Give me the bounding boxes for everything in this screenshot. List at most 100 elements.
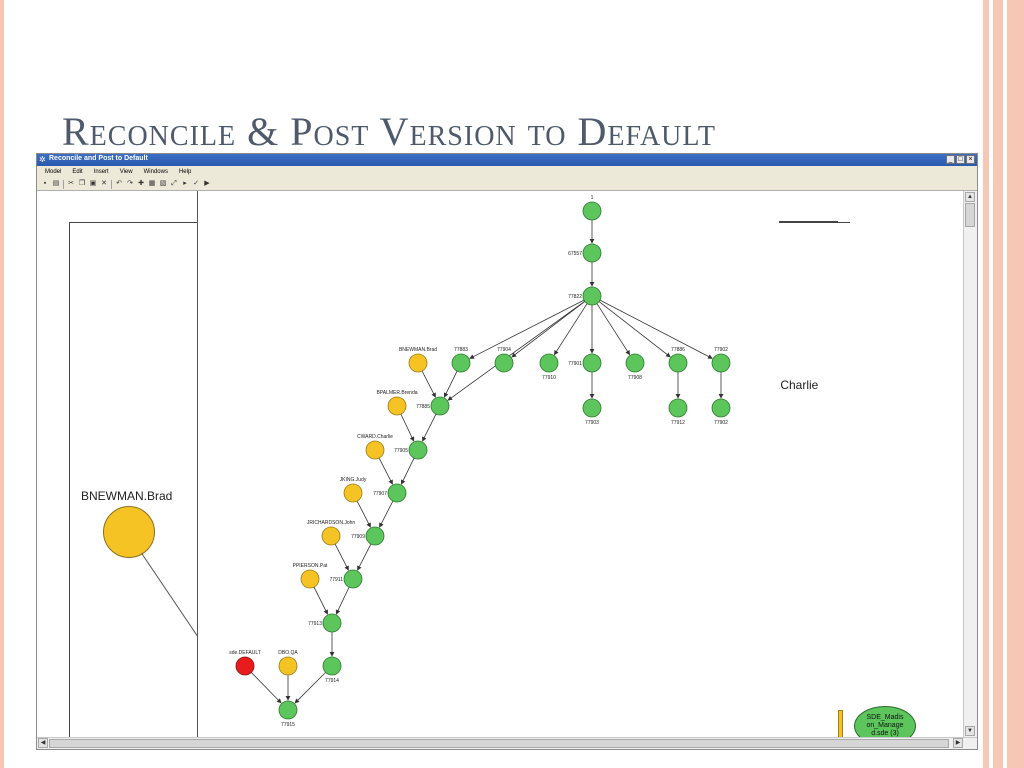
add-icon[interactable]: ✚ xyxy=(138,180,144,187)
state-node[interactable] xyxy=(278,700,298,720)
state-node[interactable] xyxy=(387,483,407,503)
redo-icon[interactable]: ↷ xyxy=(127,180,133,187)
scroll-up-button[interactable]: ▲ xyxy=(965,192,975,202)
copy-icon[interactable]: ❐ xyxy=(78,180,86,187)
minimize-button[interactable]: _ xyxy=(946,155,955,164)
state-node[interactable] xyxy=(582,243,602,263)
state-node[interactable] xyxy=(343,569,363,589)
horizontal-scrollbar[interactable]: ◀ ▶ xyxy=(37,737,977,749)
tree-edge xyxy=(378,457,393,485)
tree-edge xyxy=(357,543,372,571)
app-window[interactable]: ✲ Reconcile and Post to Default _ □ × Mo… xyxy=(36,153,978,750)
menu-windows[interactable]: Windows xyxy=(143,169,168,175)
tree-edge xyxy=(335,586,350,615)
tree-edge xyxy=(400,457,415,485)
menu-view[interactable]: View xyxy=(119,169,133,175)
tree-node-label: BNEWMAN.Brad xyxy=(399,347,437,353)
state-node[interactable] xyxy=(711,353,731,373)
menu-bar: Model Edit Insert View Windows Help xyxy=(37,166,977,178)
default-version-node[interactable] xyxy=(235,656,255,676)
toolbar-separator xyxy=(63,179,64,189)
version-node[interactable] xyxy=(408,353,428,373)
paste-icon[interactable]: ▣ xyxy=(89,180,97,187)
tree-node-label: 77914 xyxy=(325,678,339,684)
version-node[interactable] xyxy=(343,483,363,503)
window-titlebar[interactable]: ✲ Reconcile and Post to Default _ □ × xyxy=(37,154,977,166)
tree-edge xyxy=(334,543,349,571)
version-node[interactable] xyxy=(278,656,298,676)
version-node[interactable] xyxy=(321,526,341,546)
tree-node-label: 77905 xyxy=(394,448,408,454)
tree-edge xyxy=(596,303,631,356)
state-node[interactable] xyxy=(451,353,471,373)
state-node[interactable] xyxy=(711,398,731,418)
state-node[interactable] xyxy=(668,353,688,373)
state-node[interactable] xyxy=(322,656,342,676)
menu-edit[interactable]: Edit xyxy=(72,169,83,175)
check-icon[interactable]: ✓ xyxy=(193,180,199,187)
toolbar: ▪ ▤ ✂ ❐ ▣ ✕ ↶ ↷ ✚ ▦ ▧ ⤢ ▸ ✓ ▶ xyxy=(37,178,977,191)
state-node[interactable] xyxy=(408,440,428,460)
brad-version-node[interactable] xyxy=(103,506,155,558)
state-node[interactable] xyxy=(539,353,559,373)
state-node[interactable] xyxy=(582,286,602,306)
window-title: Reconcile and Post to Default xyxy=(49,155,148,162)
menu-model[interactable]: Model xyxy=(45,169,62,175)
close-button[interactable]: × xyxy=(966,155,975,164)
stripe-b xyxy=(989,0,993,768)
version-node[interactable] xyxy=(365,440,385,460)
cut-icon[interactable]: ✂ xyxy=(68,180,74,187)
tree-edge xyxy=(447,300,585,401)
maximize-button[interactable]: □ xyxy=(956,155,965,164)
tree-node-label: 77907 xyxy=(373,491,387,497)
state-node[interactable] xyxy=(625,353,645,373)
grid-icon[interactable]: ▦ xyxy=(148,180,156,187)
scroll-down-button[interactable]: ▼ xyxy=(965,726,975,736)
tree-edge xyxy=(400,413,415,442)
tree-edge xyxy=(313,586,328,615)
tree-edge xyxy=(598,301,671,358)
state-node[interactable] xyxy=(365,526,385,546)
version-node[interactable] xyxy=(387,396,407,416)
version-node[interactable] xyxy=(300,569,320,589)
model-canvas[interactable]: BNEWMAN.Brad .Charlie SDE_Madis on_Manag… xyxy=(37,191,963,737)
state-node[interactable] xyxy=(668,398,688,418)
tree-edge xyxy=(379,500,394,528)
state-node[interactable] xyxy=(430,396,450,416)
state-node[interactable] xyxy=(494,353,514,373)
tree-edge xyxy=(251,672,282,704)
scroll-right-button[interactable]: ▶ xyxy=(953,738,963,748)
menu-insert[interactable]: Insert xyxy=(93,169,109,175)
zoom-icon[interactable]: ⤢ xyxy=(171,180,177,187)
save-icon[interactable]: ▪ xyxy=(43,180,47,187)
tree-node-label: DBO.QA xyxy=(278,650,298,656)
scroll-left-button[interactable]: ◀ xyxy=(38,738,48,748)
tree-edge xyxy=(421,370,436,398)
tree-node-label: 77908 xyxy=(628,375,642,381)
tree-node-label: 77913 xyxy=(308,621,322,627)
horizontal-scroll-thumb[interactable] xyxy=(49,739,949,748)
tree-node-label: PPIERSON.Pat xyxy=(293,563,328,569)
undo-icon[interactable]: ↶ xyxy=(116,180,122,187)
layout-icon[interactable]: ▧ xyxy=(159,180,167,187)
tree-edge xyxy=(356,500,371,528)
delete-icon[interactable]: ✕ xyxy=(101,180,107,187)
vertical-scroll-thumb[interactable] xyxy=(965,203,975,227)
run-icon[interactable]: ▶ xyxy=(204,180,210,187)
state-node[interactable] xyxy=(322,613,342,633)
menu-help[interactable]: Help xyxy=(178,169,192,175)
state-node[interactable] xyxy=(582,353,602,373)
tree-node-label: 77903 xyxy=(585,420,599,426)
vertical-scrollbar[interactable]: ▲ ▼ xyxy=(963,191,977,737)
state-node[interactable] xyxy=(582,201,602,221)
tree-node-label: sde.DEFAULT xyxy=(229,650,261,656)
tree-node-label: 77910 xyxy=(542,375,556,381)
tree-node-label: CWARD.Charlie xyxy=(357,434,393,440)
sde-connection-node[interactable]: SDE_Madis on_Manage d.sde (3) xyxy=(854,706,916,737)
pointer-icon[interactable]: ▸ xyxy=(183,180,187,187)
print-icon[interactable]: ▤ xyxy=(52,180,60,187)
window-controls: _ □ × xyxy=(946,155,975,164)
state-node[interactable] xyxy=(582,398,602,418)
